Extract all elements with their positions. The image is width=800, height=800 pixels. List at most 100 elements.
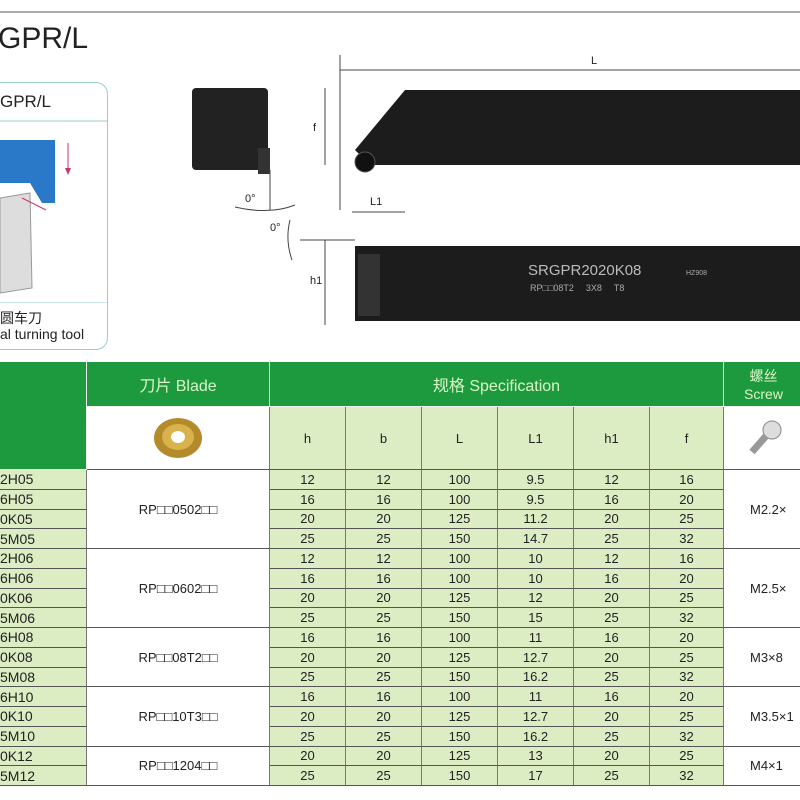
spec-cell-h: 25 (270, 766, 346, 786)
model-cell: 5M12 (0, 766, 87, 786)
insert-icon (154, 418, 202, 458)
dim-h1: h1 (310, 275, 323, 287)
spec-cell-f: 25 (650, 746, 724, 767)
spec-cell-h: 25 (270, 608, 346, 628)
spec-cell-b: 25 (346, 766, 422, 786)
spec-cell-b: 16 (346, 568, 422, 589)
screw-image (724, 407, 800, 470)
spec-cell-L: 100 (422, 489, 498, 510)
spec-cell-h1: 12 (574, 549, 650, 569)
spec-cell-L1: 12.7 (498, 647, 574, 668)
model-cell: 5M06 (0, 608, 87, 628)
dim-L: L (591, 55, 598, 67)
spec-cell-L1: 11 (498, 687, 574, 707)
spec-cell-h1: 25 (574, 529, 650, 549)
spec-col-f: f (650, 407, 724, 470)
spec-cell-h: 16 (270, 628, 346, 648)
spec-header: 规格 Specification (270, 362, 724, 407)
spec-cell-L1: 9.5 (498, 489, 574, 510)
screw-size-cell: M2.2× (724, 470, 800, 549)
screw-icon (748, 420, 781, 455)
turning-illustration (0, 120, 108, 303)
blade-model-cell: RP□□0602□□ (87, 549, 270, 628)
spec-cell-L: 125 (422, 588, 498, 609)
spec-cell-L: 100 (422, 470, 498, 490)
screw-size-cell: M2.5× (724, 549, 800, 628)
spec-cell-L: 150 (422, 529, 498, 549)
spec-cell-b: 25 (346, 529, 422, 549)
spec-cell-L1: 10 (498, 568, 574, 589)
tool-side-view (355, 246, 800, 321)
blade-model-cell: RP□□0502□□ (87, 470, 270, 549)
spec-cell-h: 16 (270, 687, 346, 707)
angle-2: 0° (270, 222, 281, 234)
spec-cell-L: 150 (422, 667, 498, 688)
model-cell: 5M10 (0, 726, 87, 747)
spec-cell-L1: 15 (498, 608, 574, 628)
spec-cell-f: 20 (650, 489, 724, 510)
spec-cell-L: 125 (422, 647, 498, 668)
spec-cell-L1: 11.2 (498, 509, 574, 530)
model-cell: 0K06 (0, 588, 87, 609)
spec-cell-L: 125 (422, 746, 498, 767)
spec-cell-L: 150 (422, 726, 498, 747)
tool-end-view (192, 88, 268, 170)
spec-cell-L1: 13 (498, 746, 574, 767)
page-title: GPR/L (0, 22, 89, 55)
spec-cell-L1: 12 (498, 588, 574, 609)
model-cell: 2H05 (0, 470, 87, 490)
tool-drawing (192, 55, 800, 325)
spec-cell-b: 16 (346, 687, 422, 707)
spec-cell-f: 32 (650, 726, 724, 747)
spec-cell-b: 20 (346, 509, 422, 530)
spec-cell-h: 20 (270, 588, 346, 609)
angle-1: 0° (245, 193, 256, 205)
screw-size-cell: M3×8 (724, 628, 800, 688)
feed-arrow-icon (65, 168, 71, 175)
dim-f: f (313, 122, 317, 134)
spec-cell-f: 20 (650, 568, 724, 589)
spec-cell-f: 25 (650, 707, 724, 727)
model-cell: 5M08 (0, 667, 87, 688)
spec-cell-h1: 16 (574, 568, 650, 589)
model-cell: 0K10 (0, 707, 87, 727)
spec-cell-h1: 20 (574, 746, 650, 767)
spec-cell-h: 20 (270, 647, 346, 668)
blade-image (87, 407, 270, 470)
spec-cell-h: 20 (270, 746, 346, 767)
spec-col-L1: L1 (498, 407, 574, 470)
spec-cell-L: 125 (422, 707, 498, 727)
insert-marking: RP□□08T2 (530, 283, 574, 293)
blade-model-cell: RP□□08T2□□ (87, 628, 270, 688)
blade-model-cell: RP□□1204□□ (87, 746, 270, 786)
diagram-caption-cn: 圆车刀 (0, 310, 42, 326)
spec-cell-L: 150 (422, 608, 498, 628)
spec-cell-h: 16 (270, 568, 346, 589)
spec-cell-f: 25 (650, 647, 724, 668)
spec-cell-f: 20 (650, 687, 724, 707)
model-cell: 5M05 (0, 529, 87, 549)
spec-cell-L: 125 (422, 509, 498, 530)
model-cell: 6H06 (0, 568, 87, 589)
spec-col-h: h (270, 407, 346, 470)
blade-header: 刀片 Blade (87, 362, 270, 407)
spec-cell-L: 150 (422, 766, 498, 786)
spec-cell-L1: 11 (498, 628, 574, 648)
top-divider (0, 11, 800, 13)
spec-cell-h: 25 (270, 667, 346, 688)
spec-cell-f: 16 (650, 470, 724, 490)
spec-cell-f: 32 (650, 766, 724, 786)
spec-cell-L1: 16.2 (498, 667, 574, 688)
spec-cell-L: 100 (422, 568, 498, 589)
spec-cell-b: 25 (346, 608, 422, 628)
screw-size-cell: M3.5×1 (724, 687, 800, 747)
spec-cell-L: 100 (422, 549, 498, 569)
spec-cell-b: 25 (346, 726, 422, 747)
spec-cell-b: 20 (346, 746, 422, 767)
spec-cell-h: 16 (270, 489, 346, 510)
screw-marking: 3X8 (585, 283, 602, 293)
spec-cell-b: 20 (346, 707, 422, 727)
spec-cell-h1: 20 (574, 588, 650, 609)
